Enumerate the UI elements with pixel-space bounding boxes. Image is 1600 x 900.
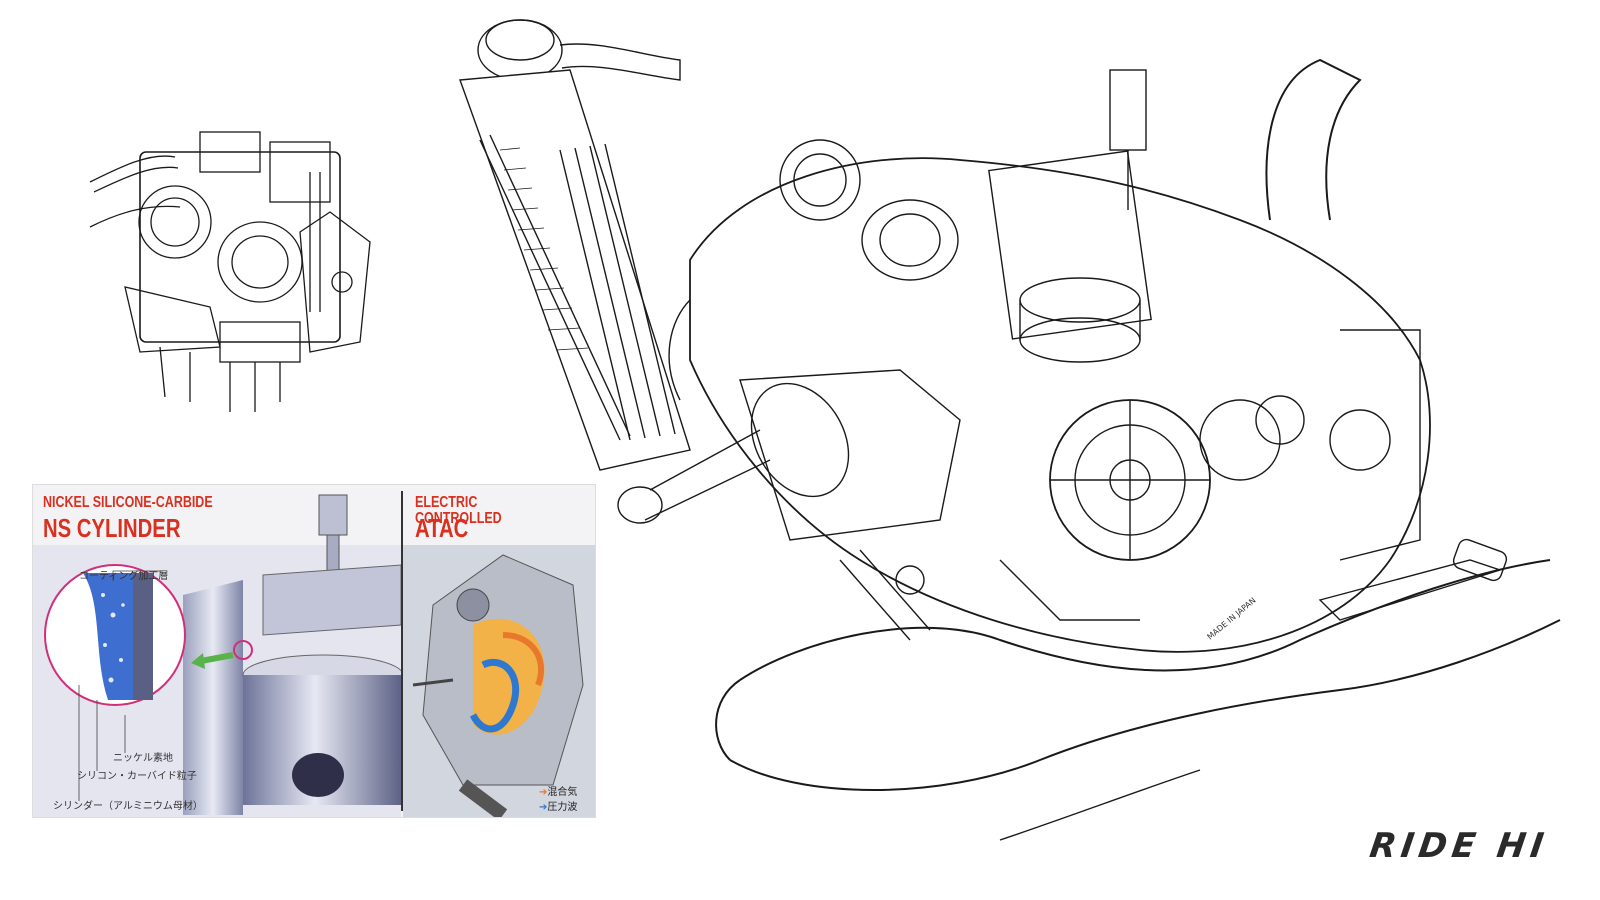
- label-coating-layer: コーティング加工層: [79, 571, 169, 582]
- ride-hi-logo: RIDE HI: [1366, 826, 1551, 866]
- engine-cutaway-illustration: MADE IN JAPAN: [459, 19, 1561, 841]
- ns-cylinder-illustration: [33, 494, 595, 817]
- label-silicon-carbide: シリコン・カーバイド粒子: [77, 771, 197, 782]
- ns-title-line2: NS CYLINDER: [43, 513, 181, 543]
- blue-arrow-icon: ➔: [539, 802, 548, 813]
- label-nickel-base: ニッケル素地: [113, 753, 173, 764]
- legend-pressure-wave: ➔圧力波: [539, 802, 578, 813]
- orange-arrow-icon: ➔: [539, 787, 548, 798]
- atac-title-line2: ATAC: [415, 513, 469, 543]
- label-cylinder-base: シリンダー（アルミニウム母材）: [53, 801, 203, 812]
- carburetor-illustration: [89, 131, 371, 412]
- atac-title-line1: ELECTRIC CONTROLLED: [415, 494, 502, 527]
- panel-divider: [401, 491, 403, 811]
- ns-title-line1: NICKEL SILICONE-CARBIDE: [43, 494, 213, 511]
- made-in-japan-stamp: MADE IN JAPAN: [1206, 596, 1258, 642]
- ns-cylinder-atac-panel: NICKEL SILICONE-CARBIDE NS CYLINDER ELEC…: [32, 484, 596, 818]
- legend-mixture: ➔混合気: [539, 787, 578, 798]
